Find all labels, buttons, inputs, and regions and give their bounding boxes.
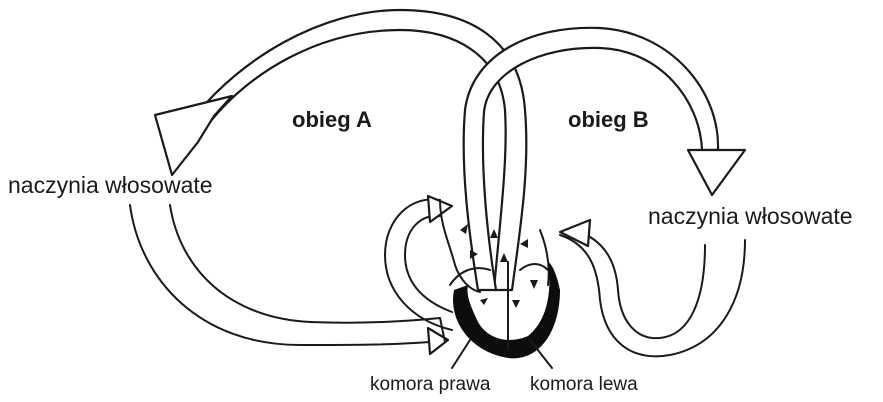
circuit-b-label: obieg B <box>568 107 649 133</box>
right-ventricle-label: komora prawa <box>370 374 490 396</box>
flow-arrow <box>530 280 538 289</box>
capillaries-left-label: naczynia włosowate <box>8 172 213 199</box>
flow-arrow <box>480 298 488 305</box>
flow-arrow <box>520 239 528 248</box>
flow-arrow <box>512 300 520 308</box>
flow-arrow <box>460 224 468 234</box>
left-ventricle-label: komora lewa <box>530 374 638 396</box>
right-return-vessel <box>560 220 745 356</box>
capillaries-right-label: naczynia włosowate <box>648 203 853 230</box>
left-return-vessel <box>130 205 448 354</box>
flow-arrow <box>490 229 498 238</box>
circuit-a-label: obieg A <box>292 107 372 133</box>
